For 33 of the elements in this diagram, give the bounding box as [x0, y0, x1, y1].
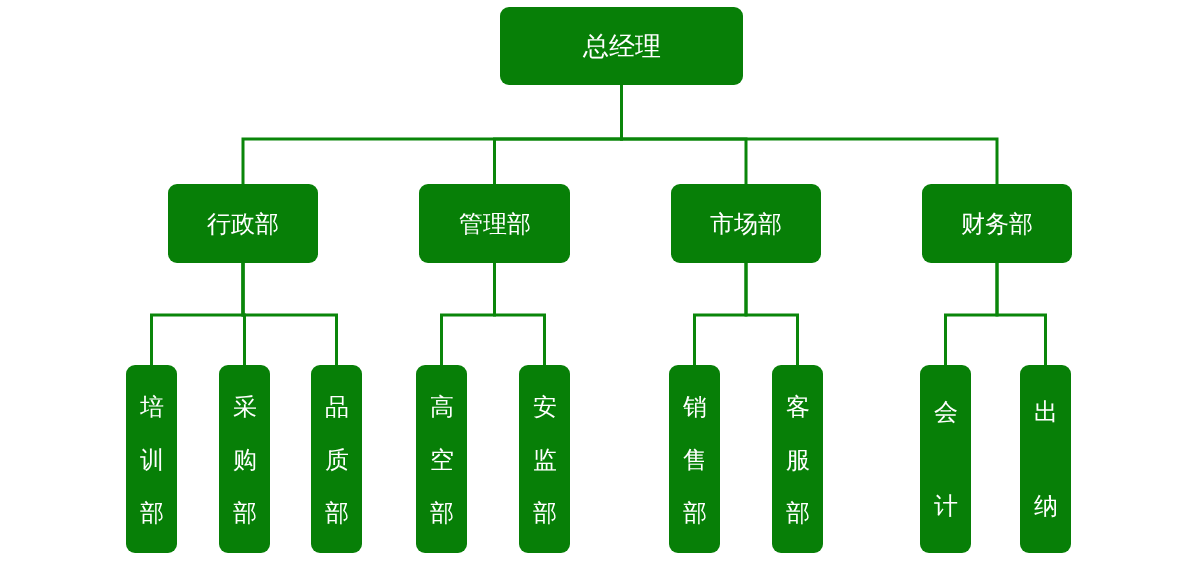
- org-box: [500, 7, 743, 85]
- box-label: 采购部: [232, 391, 257, 529]
- box-label: 财务部: [961, 208, 1033, 240]
- org-box: [922, 184, 1072, 263]
- box-label: 培训部: [139, 391, 164, 529]
- box-label: 市场部: [710, 208, 782, 240]
- org-box: [669, 365, 720, 553]
- box-label: 行政部: [207, 208, 279, 240]
- box-label: 销售部: [682, 391, 707, 529]
- org-box: [416, 365, 467, 553]
- org-box: [311, 365, 362, 553]
- org-box: [126, 365, 177, 553]
- box-label: 客服部: [785, 391, 810, 529]
- org-box: [1020, 365, 1071, 553]
- org-box: [219, 365, 270, 553]
- org-box: [419, 184, 570, 263]
- box-label: 管理部: [458, 208, 531, 240]
- org-box: [671, 184, 821, 263]
- box-label: 品质部: [324, 391, 349, 529]
- box-label: 高空部: [429, 391, 454, 529]
- box-label: 会计: [933, 397, 958, 522]
- connector-line: [995, 263, 1047, 365]
- box-label: 出纳: [1033, 397, 1058, 522]
- connector-line: [241, 263, 338, 365]
- connector-line: [493, 263, 546, 365]
- org-box: [920, 365, 971, 553]
- org-box: [168, 184, 318, 263]
- connector-line: [744, 263, 799, 365]
- box-label: 安监部: [532, 391, 557, 529]
- connector-line: [620, 85, 999, 184]
- box-label: 总经理: [582, 29, 661, 63]
- org-box: [772, 365, 823, 553]
- org-box: [519, 365, 570, 553]
